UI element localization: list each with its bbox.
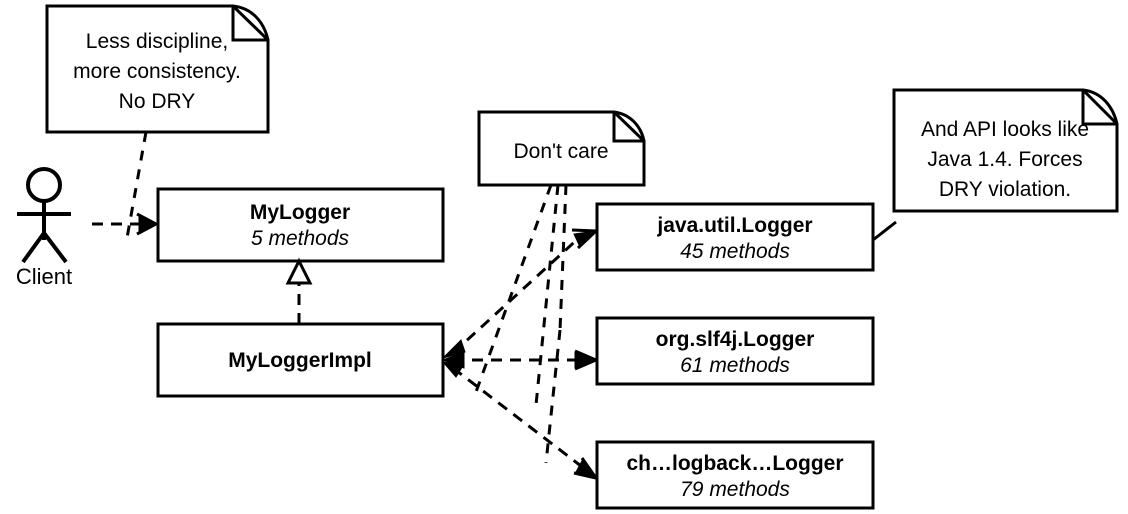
class-box-ch-logback-logger[interactable]: ch…logback…Logger 79 methods xyxy=(595,440,875,510)
actor-leg-right-icon xyxy=(42,231,68,264)
note-fold-icon xyxy=(612,112,644,143)
note-dont-care-connector-3b xyxy=(544,329,562,464)
class-box-myloggerimpl[interactable]: MyLoggerImpl xyxy=(156,322,445,398)
class-box-myloggerimpl-frame xyxy=(156,322,445,398)
class-box-java-util-logger[interactable]: java.util.Logger 45 methods xyxy=(595,202,875,272)
note-less-discipline[interactable]: Less discipline, more consistency. No DR… xyxy=(45,4,270,134)
class-box-java-util-logger-frame xyxy=(595,202,875,272)
note-api-connector xyxy=(872,220,897,242)
actor-head-icon xyxy=(26,167,62,203)
class-box-ch-logback-logger-subtitle: 79 methods xyxy=(680,478,790,501)
note-dont-care-body xyxy=(477,110,646,187)
class-box-org-slf4j-logger[interactable]: org.slf4j.Logger 61 methods xyxy=(595,316,875,386)
class-box-ch-logback-logger-frame xyxy=(595,440,875,510)
note-less-discipline-line-1: Less discipline, xyxy=(86,30,228,53)
class-box-mylogger[interactable]: MyLogger 5 methods xyxy=(156,187,445,263)
note-fold-curve-icon xyxy=(613,110,646,142)
class-box-java-util-logger-title: java.util.Logger xyxy=(656,214,812,237)
class-box-mylogger-subtitle: 5 methods xyxy=(251,227,350,250)
note-fold-curve-icon xyxy=(1082,88,1119,125)
class-box-org-slf4j-logger-title: org.slf4j.Logger xyxy=(656,328,815,351)
note-api-looks-like-body xyxy=(892,88,1119,213)
edge-impl-to-java-util xyxy=(451,234,583,355)
class-box-java-util-logger-subtitle: 45 methods xyxy=(680,240,790,263)
note-fold-icon xyxy=(1081,90,1117,126)
note-dont-care-connector-3 xyxy=(558,184,568,331)
note-fold-icon xyxy=(231,6,268,42)
edge-impl-realizes-mylogger-hollow-triangle-icon xyxy=(285,257,313,285)
edge-client-to-mylogger-arrowhead-fill xyxy=(138,215,158,233)
class-box-org-slf4j-logger-frame xyxy=(595,316,875,386)
note-less-discipline-line-2: more consistency. xyxy=(73,60,241,83)
edge-impl-to-logback-arrowhead-left xyxy=(441,361,465,378)
note-api-looks-like-line-2: Java 1.4. Forces xyxy=(927,148,1082,171)
class-box-ch-logback-logger-title: ch…logback…Logger xyxy=(626,452,843,475)
edge-impl-to-logback xyxy=(452,366,582,468)
note-less-discipline-body xyxy=(45,4,270,134)
note-dont-care-line-1: Don't care xyxy=(513,140,608,163)
actor-client[interactable]: Client xyxy=(16,167,72,289)
note-less-discipline-line-3: No DRY xyxy=(119,90,196,113)
actor-leg-left-icon xyxy=(21,231,46,264)
note-api-looks-like[interactable]: And API looks like Java 1.4. Forces DRY … xyxy=(892,88,1119,213)
note-dont-care[interactable]: Don't care xyxy=(477,110,646,187)
note-api-looks-like-line-1: And API looks like xyxy=(921,118,1089,141)
actor-client-label: Client xyxy=(16,264,72,289)
class-box-myloggerimpl-title: MyLoggerImpl xyxy=(228,349,372,372)
note-api-looks-like-line-3: DRY violation. xyxy=(939,178,1071,201)
class-box-mylogger-frame xyxy=(156,187,445,263)
class-box-mylogger-title: MyLogger xyxy=(250,201,350,224)
note-fold-curve-icon xyxy=(232,4,270,41)
class-box-org-slf4j-logger-subtitle: 61 methods xyxy=(680,354,790,377)
